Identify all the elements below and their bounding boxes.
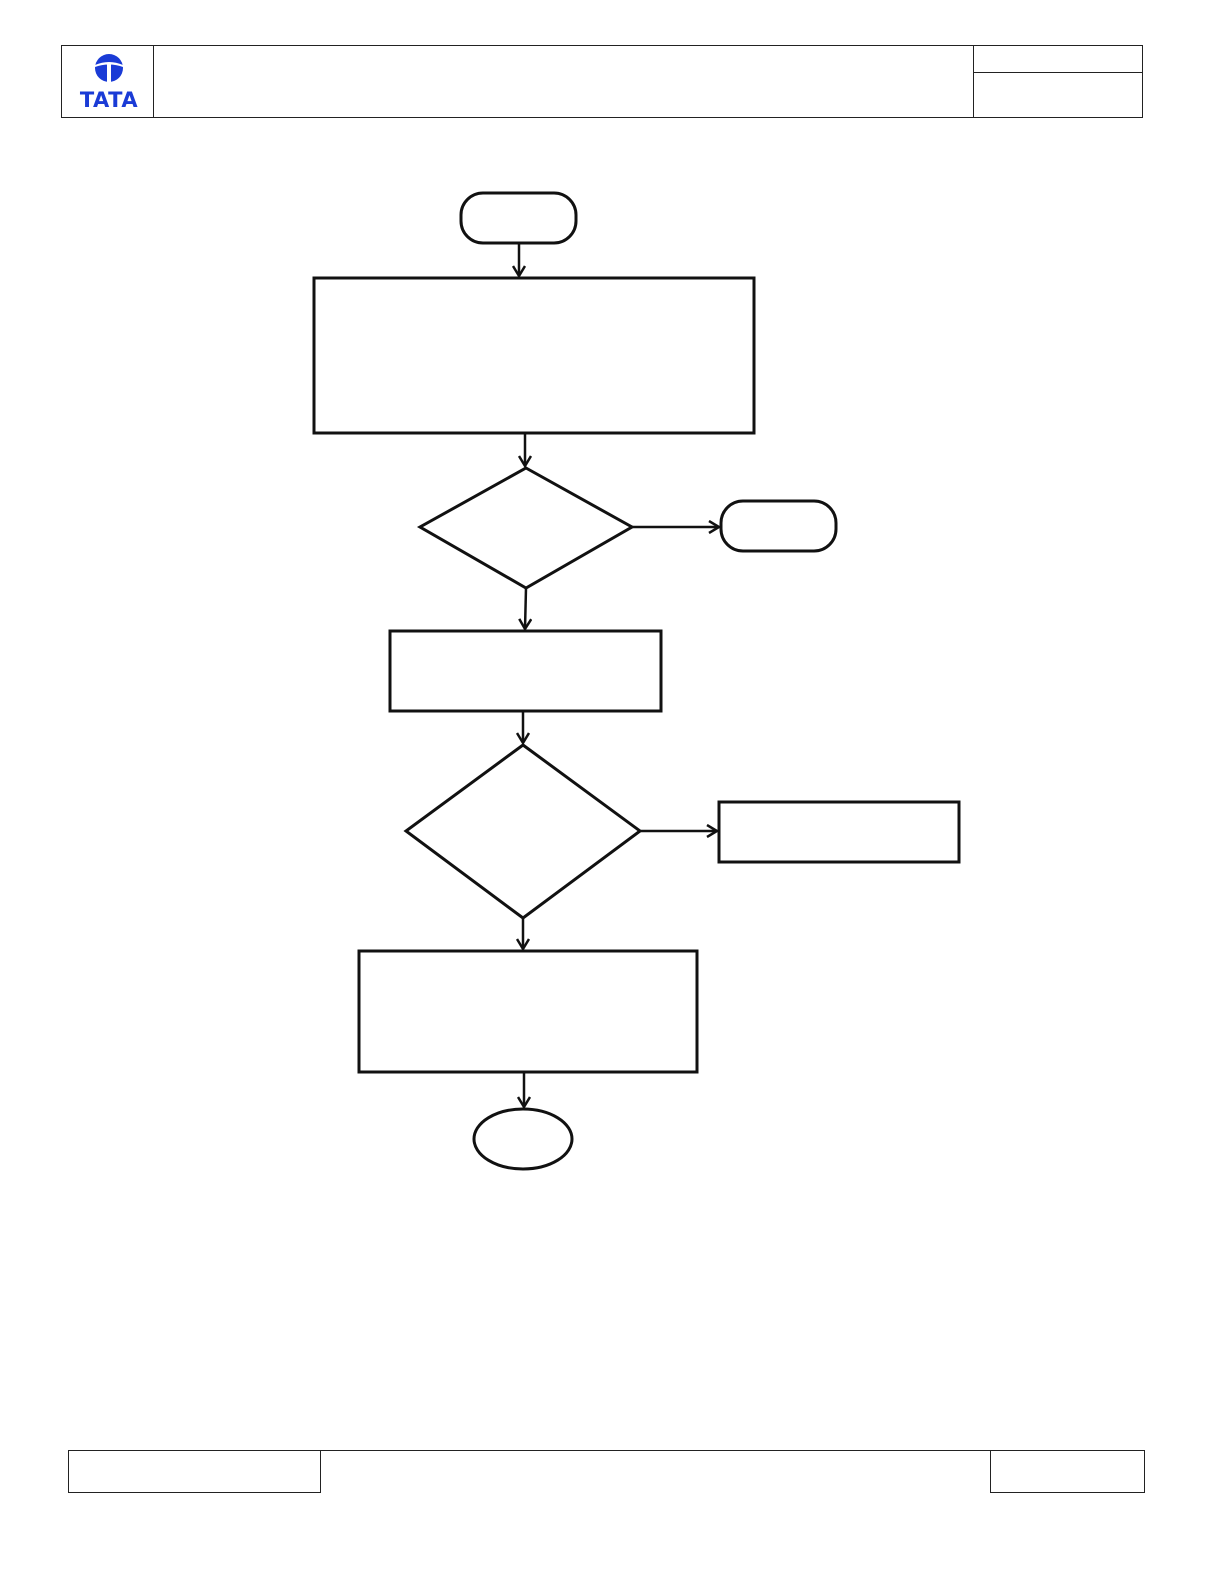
process-box-2 bbox=[388, 629, 663, 713]
document-header: TATA bbox=[61, 45, 1143, 118]
start-terminator bbox=[459, 191, 578, 245]
decision-diamond-2 bbox=[403, 743, 643, 920]
header-title-cell bbox=[153, 46, 974, 117]
footer-left-cell bbox=[68, 1450, 321, 1493]
process-box-3 bbox=[717, 800, 961, 864]
process-box-4 bbox=[357, 949, 699, 1074]
footer-center-rule bbox=[320, 1450, 991, 1451]
end-connector bbox=[472, 1107, 574, 1171]
exit-terminator bbox=[719, 499, 838, 553]
header-ref-cell bbox=[973, 46, 1142, 73]
decision-diamond-1 bbox=[416, 466, 636, 590]
footer-right-cell bbox=[990, 1450, 1145, 1493]
process-box-1 bbox=[312, 276, 756, 435]
tata-emblem-icon: TATA bbox=[80, 54, 139, 112]
edge-decision-1-to-process-2 bbox=[525, 587, 526, 629]
logo-wordmark: TATA bbox=[80, 88, 139, 112]
logo-cell: TATA bbox=[62, 46, 154, 117]
